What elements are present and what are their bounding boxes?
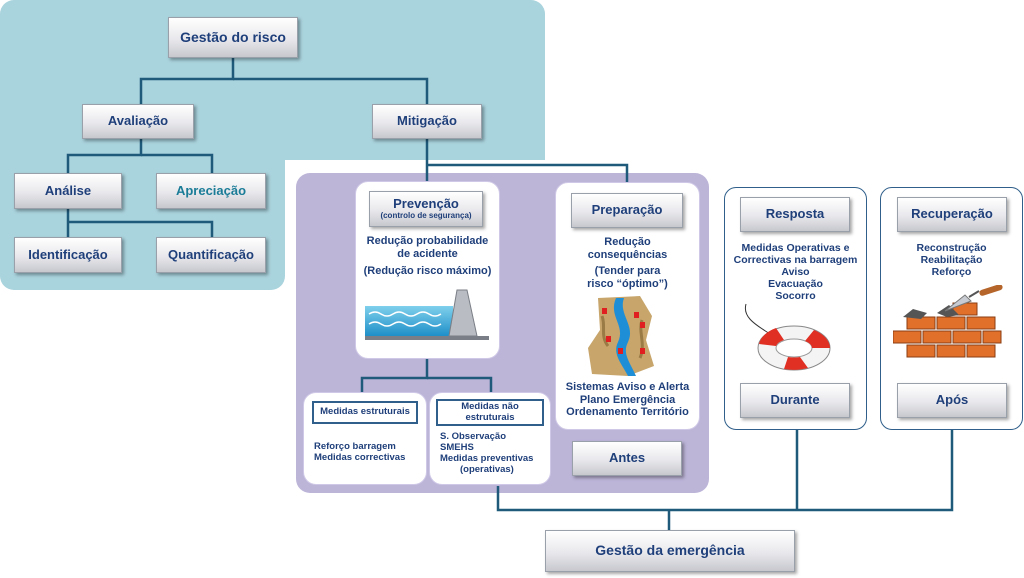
- list-item: S. Observação: [440, 431, 507, 442]
- list-item: Reforço: [931, 266, 972, 279]
- prevencao-text: Redução probabilidade de acidente (Reduç…: [356, 235, 499, 278]
- risk-management-panel-corner: [270, 140, 545, 160]
- list-item: Medidas Operativas e: [741, 242, 850, 254]
- preparacao-box[interactable]: Preparação: [571, 193, 683, 228]
- list-item: Reabilitação: [920, 254, 983, 267]
- list-item: Evacuação: [768, 278, 823, 291]
- medidas-nao-estruturais-list: S. Observação SMEHS Medidas preventivas …: [440, 431, 534, 476]
- identificacao-box[interactable]: Identificação: [14, 237, 122, 273]
- medidas-nao-estruturais-title-2: estruturais: [465, 411, 515, 423]
- apreciacao-box[interactable]: Apreciação: [156, 173, 266, 209]
- identificacao-label: Identificação: [28, 246, 108, 262]
- resposta-box[interactable]: Resposta: [740, 197, 850, 232]
- mitigacao-label: Mitigação: [397, 113, 457, 129]
- preparacao-text: Redução consequências (Tender para risco…: [556, 236, 699, 291]
- apos-box[interactable]: Após: [897, 383, 1007, 418]
- list-item: Reforço barragem: [314, 441, 396, 452]
- prevencao-title: Prevenção: [393, 195, 459, 211]
- gestao-da-emergencia-label: Gestão da emergência: [595, 542, 745, 559]
- bricks-trowel-icon: [893, 285, 1003, 358]
- medidas-estruturais-list: Reforço barragem Medidas correctivas: [314, 441, 406, 464]
- recuperacao-list: Reconstrução Reabilitação Reforço: [880, 242, 1023, 278]
- list-item: Ordenamento Território: [566, 406, 689, 419]
- recuperacao-box[interactable]: Recuperação: [897, 197, 1007, 232]
- medidas-nao-estruturais-title-box[interactable]: Medidas não estruturais: [436, 399, 544, 426]
- recuperacao-title: Recuperação: [911, 206, 993, 222]
- prevencao-line2: de acidente: [397, 247, 458, 260]
- resposta-title: Resposta: [765, 206, 825, 222]
- list-item: Correctivas na barragem: [733, 254, 858, 267]
- antes-label: Antes: [608, 450, 646, 466]
- list-item: Sistemas Aviso e Alerta: [565, 381, 690, 393]
- preparacao-line2: consequências: [587, 248, 668, 261]
- durante-box[interactable]: Durante: [740, 383, 850, 418]
- apos-label: Após: [935, 392, 969, 408]
- list-item: Reconstrução: [916, 242, 987, 254]
- list-item: Aviso: [781, 266, 810, 279]
- antes-box[interactable]: Antes: [572, 441, 682, 476]
- avaliacao-label: Avaliação: [107, 113, 169, 129]
- list-item: Socorro: [775, 290, 816, 303]
- quantificacao-label: Quantificação: [168, 246, 254, 262]
- durante-label: Durante: [770, 392, 820, 408]
- preparacao-list: Sistemas Aviso e Alerta Plano Emergência…: [556, 381, 699, 419]
- preparacao-line4: risco “óptimo”): [587, 277, 668, 290]
- avaliacao-box[interactable]: Avaliação: [82, 104, 194, 139]
- river-map-icon: [588, 296, 654, 376]
- analise-label: Análise: [44, 182, 92, 198]
- preparacao-title: Preparação: [591, 202, 663, 218]
- prevencao-line3: (Redução risco máximo): [363, 265, 492, 278]
- medidas-nao-estruturais-title-1: Medidas não: [461, 400, 519, 412]
- prevencao-box[interactable]: Prevenção (controlo de segurança): [369, 191, 483, 227]
- gestao-do-risco-box[interactable]: Gestão do risco: [168, 17, 298, 58]
- prevencao-line1: Redução probabilidade: [366, 235, 489, 247]
- list-item: (operativas): [460, 463, 514, 475]
- list-item: Medidas preventivas: [440, 452, 534, 464]
- dam-icon: [365, 289, 489, 340]
- lifebuoy-icon: [744, 303, 831, 371]
- preparacao-line1: Redução: [604, 236, 651, 248]
- gestao-da-emergencia-box[interactable]: Gestão da emergência: [545, 530, 795, 572]
- quantificacao-box[interactable]: Quantificação: [156, 237, 266, 273]
- list-item: Medidas correctivas: [314, 451, 406, 463]
- list-item: Plano Emergência: [579, 393, 676, 406]
- analise-box[interactable]: Análise: [14, 173, 122, 209]
- gestao-do-risco-label: Gestão do risco: [180, 28, 286, 45]
- list-item: SMEHS: [440, 441, 474, 453]
- apreciacao-label: Apreciação: [175, 182, 247, 198]
- medidas-estruturais-title-box[interactable]: Medidas estruturais: [312, 401, 418, 424]
- mitigacao-box[interactable]: Mitigação: [372, 104, 482, 139]
- prevencao-subtitle: (controlo de segurança): [380, 211, 472, 221]
- resposta-list: Medidas Operativas e Correctivas na barr…: [724, 242, 867, 302]
- preparacao-line3: (Tender para: [594, 265, 661, 278]
- medidas-estruturais-title: Medidas estruturais: [320, 406, 410, 418]
